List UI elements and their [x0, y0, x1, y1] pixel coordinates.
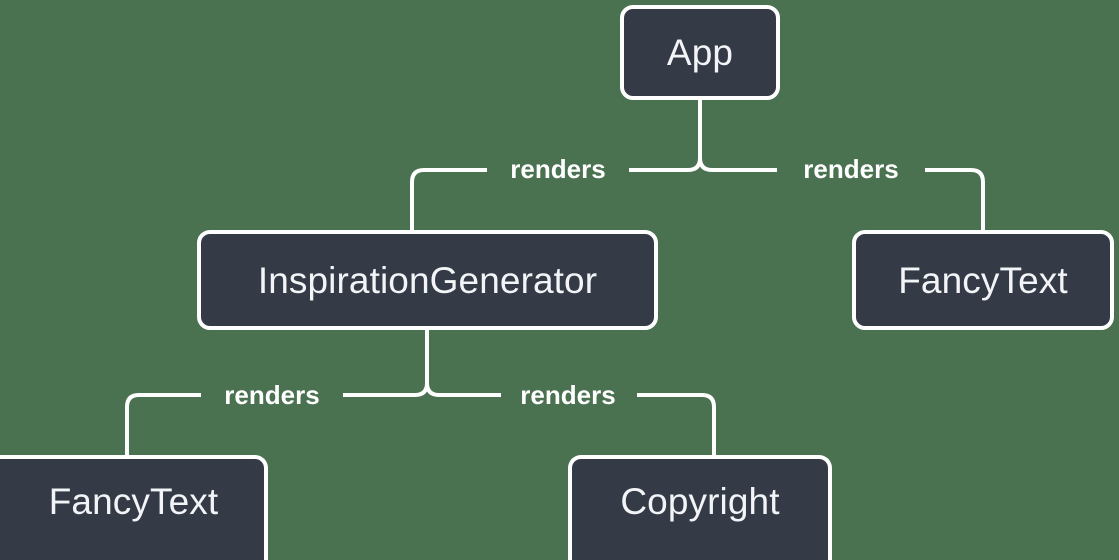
node-fancytext-right[interactable]: FancyText	[852, 230, 1114, 330]
node-fancytext-right-label: FancyText	[898, 259, 1068, 301]
node-inspirationgenerator-label: InspirationGenerator	[257, 259, 598, 301]
node-fancytext-bottom[interactable]: FancyText	[0, 455, 268, 560]
edge-label-app-to-inspirationgenerator: renders	[510, 154, 606, 184]
node-inspirationgenerator[interactable]: InspirationGenerator	[197, 230, 658, 330]
node-copyright-label: Copyright	[620, 481, 780, 522]
edge-label-inspirationgenerator-to-fancytext-bottom: renders	[224, 380, 320, 410]
edge-label-inspirationgenerator-to-copyright: renders	[520, 380, 616, 410]
node-copyright[interactable]: Copyright	[568, 455, 832, 560]
node-fancytext-bottom-label: FancyText	[48, 481, 219, 522]
edge-label-app-to-fancytext-right: renders	[803, 154, 899, 184]
node-app-label: App	[666, 32, 734, 73]
node-app[interactable]: App	[620, 5, 780, 100]
